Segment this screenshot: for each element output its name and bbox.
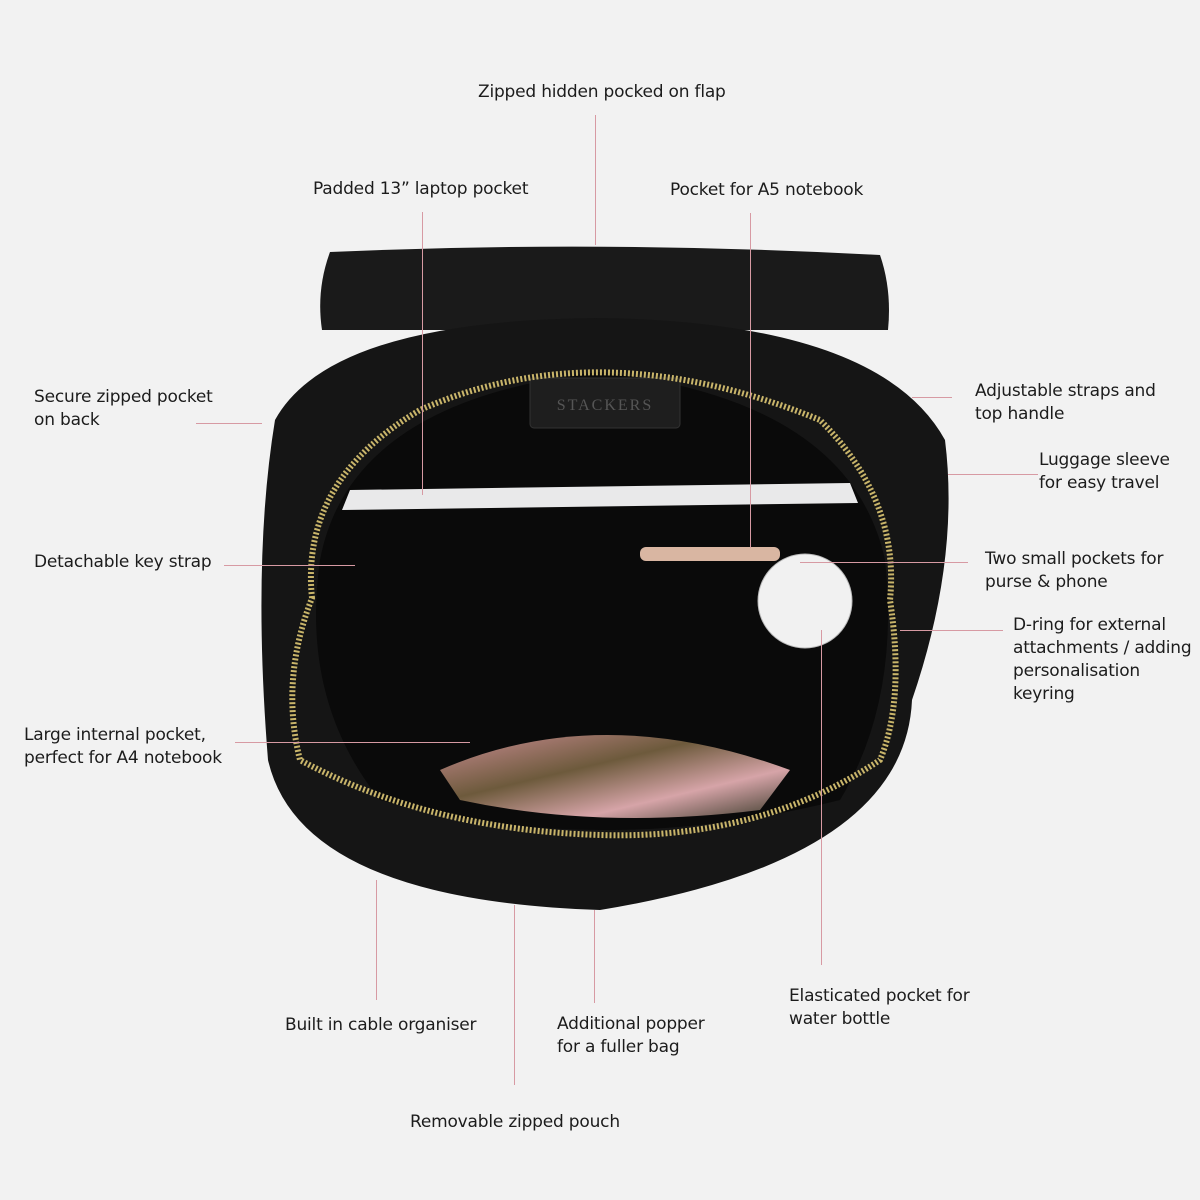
label-flap-pocket: Zipped hidden pocked on flap	[478, 82, 726, 102]
brand-logo: STACKERS	[557, 397, 654, 414]
zipper	[289, 369, 899, 839]
phone	[640, 547, 780, 561]
marbled-pouch	[440, 735, 790, 818]
label-zipped-pouch: Removable zipped pouch	[410, 1112, 620, 1132]
brand-patch	[529, 377, 681, 429]
label-cable-organiser: Built in cable organiser	[285, 1015, 477, 1035]
bag-flap	[320, 246, 889, 330]
label-key-strap: Detachable key strap	[34, 552, 212, 572]
label-a4-pocket: Large internal pocket,perfect for A4 not…	[24, 725, 222, 768]
label-a5-pocket: Pocket for A5 notebook	[670, 180, 864, 200]
laptop	[342, 483, 858, 510]
label-laptop-pocket: Padded 13” laptop pocket	[313, 179, 529, 199]
water-bottle	[757, 553, 853, 649]
